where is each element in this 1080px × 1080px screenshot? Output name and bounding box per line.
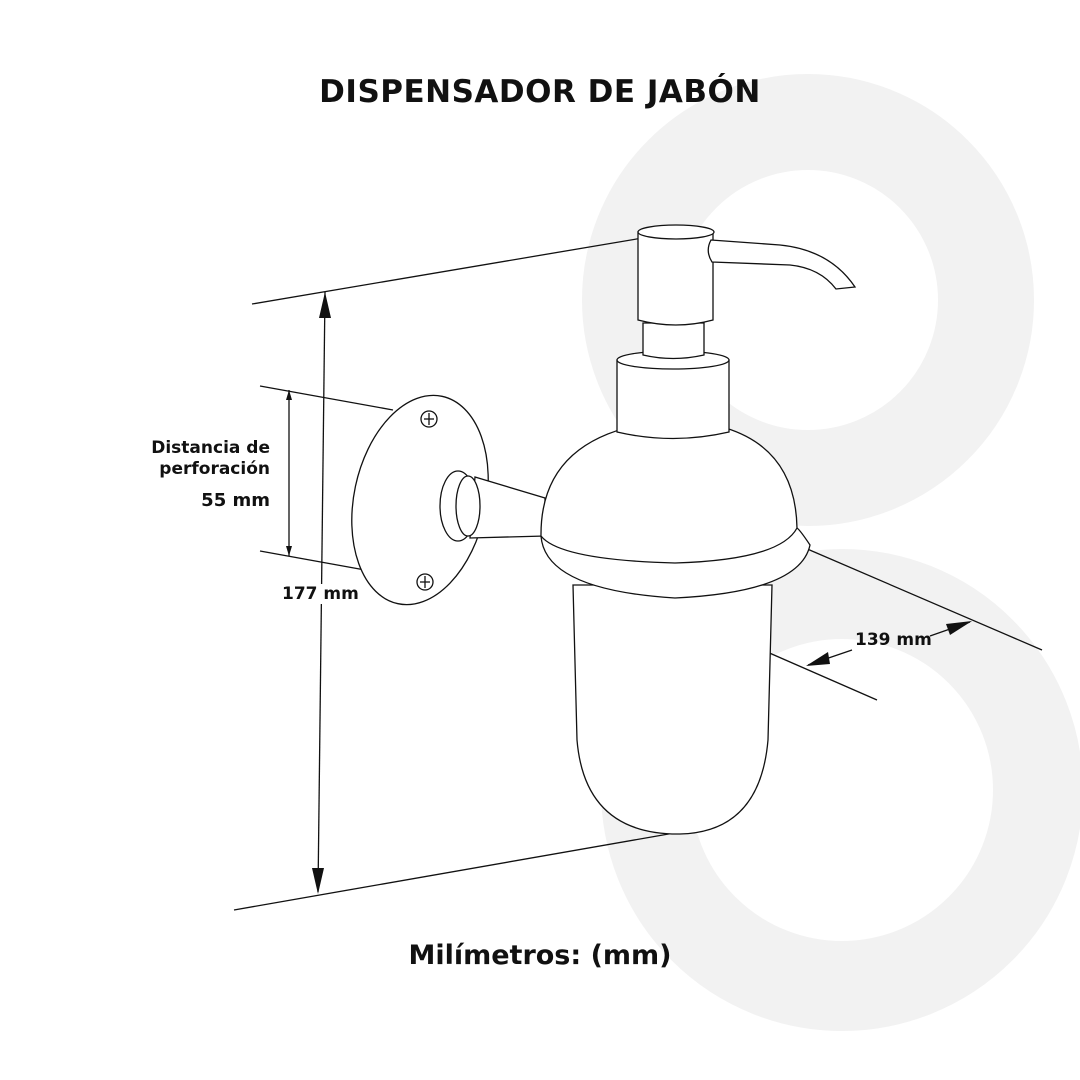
drill-distance-value: 55 mm: [201, 490, 270, 511]
drill-label-line2: perforación: [159, 459, 270, 479]
drill-label-line1: Distancia de: [151, 438, 270, 458]
height-dimension: 177 mm: [280, 584, 361, 604]
screw-icon: [416, 573, 434, 591]
units-label: Milímetros: (mm): [408, 940, 672, 971]
page-title: DISPENSADOR DE JABÓN: [319, 74, 761, 110]
drill-distance-label: Distancia de perforación: [151, 438, 270, 480]
depth-dimension: 139 mm: [855, 630, 932, 650]
wall-plate: [351, 394, 546, 606]
soap-container: [540, 224, 857, 835]
screw-icon: [420, 410, 438, 428]
